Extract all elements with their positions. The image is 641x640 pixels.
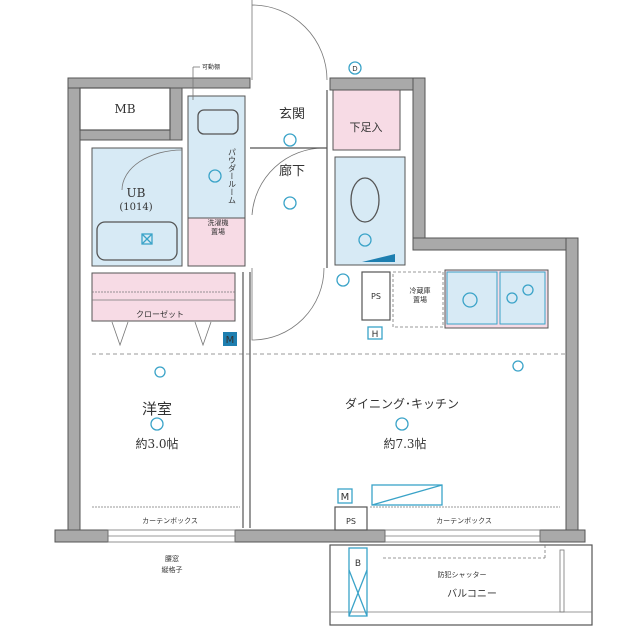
balcony-area <box>329 544 593 626</box>
breaker-box <box>348 547 368 617</box>
label-western-room: 洋室 <box>142 400 172 418</box>
label-ps-top: PS <box>371 292 381 301</box>
label-fridge-2: 置場 <box>413 295 427 304</box>
unit-bath <box>91 147 183 267</box>
intercom-icon <box>348 61 362 75</box>
label-unit-bath: UB <box>127 186 146 200</box>
label-balcony: バルコニー <box>447 588 497 600</box>
label-shoe-storage: 下足入 <box>350 121 383 134</box>
heater-label: H <box>372 330 379 340</box>
toilet-room <box>334 156 406 266</box>
meter-label-left: M <box>226 335 235 346</box>
breaker-label: B <box>355 559 361 569</box>
ceiling-lights <box>150 133 524 431</box>
label-curtain-box-left: カーテンボックス <box>142 517 198 525</box>
windows <box>107 529 541 543</box>
meter-icon <box>337 488 353 504</box>
label-dining-kitchen: ダイニング･キッチン <box>345 396 459 411</box>
closet <box>91 272 236 322</box>
ps-shaft-top <box>361 271 391 321</box>
label-western-room-size: 約3.0帖 <box>135 436 178 451</box>
label-mb: MB <box>114 102 135 116</box>
heater-icon <box>367 326 383 340</box>
washer-space <box>187 217 246 267</box>
label-ps-bottom: PS <box>346 517 356 526</box>
label-unit-bath-size: (1014) <box>119 202 152 213</box>
fridge-space <box>392 271 444 328</box>
meter-icon <box>223 332 237 346</box>
label-washer-1: 洗濯機 <box>208 218 229 227</box>
shoe-storage <box>332 89 401 151</box>
label-dining-kitchen-size: 約7.3帖 <box>383 436 426 451</box>
label-hallway: 廊下 <box>279 163 305 179</box>
label-powder-room: パウダールーム <box>228 148 237 204</box>
label-genkan: 玄関 <box>279 107 305 122</box>
walls <box>54 77 586 543</box>
air-conditioner <box>371 484 443 506</box>
ps-shaft-bottom <box>334 506 368 531</box>
label-closet: クローゼット <box>136 309 184 319</box>
label-movable-shelf: 可動棚 <box>202 63 220 71</box>
label-security-shutter: 防犯シャッター <box>438 570 487 579</box>
label-washer-2: 置場 <box>211 227 225 236</box>
label-curtain-box-right: カーテンボックス <box>436 517 492 525</box>
intercom-label: D <box>352 65 357 73</box>
entrance-door <box>251 0 328 81</box>
label-fridge-1: 冷蔵庫 <box>410 286 431 295</box>
meter-label-right: M <box>341 492 350 503</box>
label-waist-window-2: 縦格子 <box>162 565 183 574</box>
label-waist-window-1: 腰窓 <box>165 554 179 563</box>
